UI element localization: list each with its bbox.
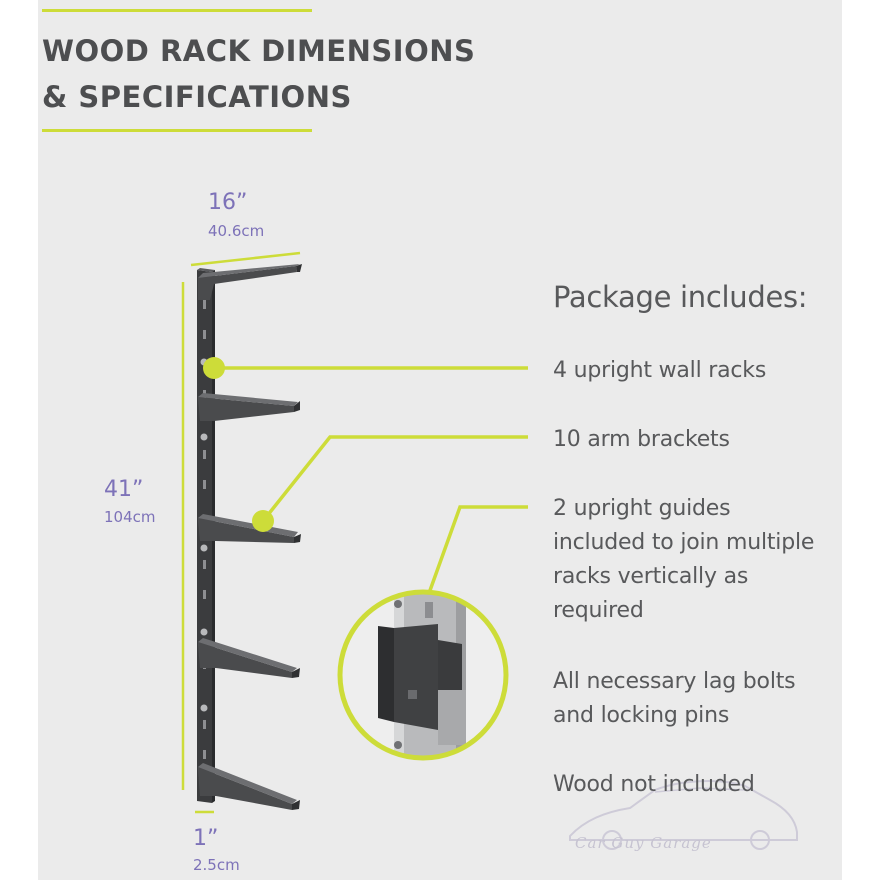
package-item-lag-bolts: All necessary lag bolts and locking pins xyxy=(553,665,796,733)
package-item-line: and locking pins xyxy=(553,703,730,728)
height-metric-label: 104cm xyxy=(104,508,156,526)
package-item-line: required xyxy=(553,598,644,623)
package-item-line: included to join multiple xyxy=(553,530,815,555)
arm-bracket xyxy=(198,514,301,543)
arm-bracket xyxy=(198,638,300,678)
package-item-upright-guides: 2 upright guides included to join multip… xyxy=(553,492,814,628)
callout-line-arm-brackets xyxy=(261,435,528,523)
package-item-line: All necessary lag bolts xyxy=(553,669,796,694)
callout-dot-wall-racks xyxy=(203,357,225,379)
arm-bracket xyxy=(198,264,302,300)
callout-line-upright-guides xyxy=(426,505,528,597)
width-imperial-label: 16” xyxy=(208,190,248,215)
package-item-line: racks vertically as xyxy=(553,564,749,589)
width-metric-label: 40.6cm xyxy=(208,222,265,240)
package-item-line: 10 arm brackets xyxy=(553,427,730,452)
watermark-logo: Car Guy Garage xyxy=(569,780,798,852)
height-imperial-label: 41” xyxy=(104,477,144,502)
upright-guide-zoom xyxy=(337,589,509,761)
depth-metric-label: 2.5cm xyxy=(193,856,240,874)
package-item-wood-note: Wood not included xyxy=(553,768,755,802)
arm-bracket xyxy=(198,763,300,810)
title-rule-bottom xyxy=(42,129,312,132)
width-dimension-line xyxy=(190,251,301,267)
arm-bracket xyxy=(198,393,300,421)
callout-dot-arm-brackets xyxy=(252,510,274,532)
package-item-wall-racks: 4 upright wall racks xyxy=(553,354,766,388)
package-item-line: 2 upright guides xyxy=(553,496,731,521)
title-line-2: & SPECIFICATIONS xyxy=(42,80,352,114)
package-item-line: Wood not included xyxy=(553,772,755,797)
package-title: Package includes: xyxy=(553,280,808,314)
depth-imperial-label: 1” xyxy=(193,826,219,851)
package-item-arm-brackets: 10 arm brackets xyxy=(553,423,730,457)
page-title: WOOD RACK DIMENSIONS & SPECIFICATIONS xyxy=(42,28,542,120)
package-item-line: 4 upright wall racks xyxy=(553,358,767,383)
title-line-1: WOOD RACK DIMENSIONS xyxy=(42,34,476,68)
title-rule-top xyxy=(42,9,312,12)
watermark-text: Car Guy Garage xyxy=(575,834,712,852)
